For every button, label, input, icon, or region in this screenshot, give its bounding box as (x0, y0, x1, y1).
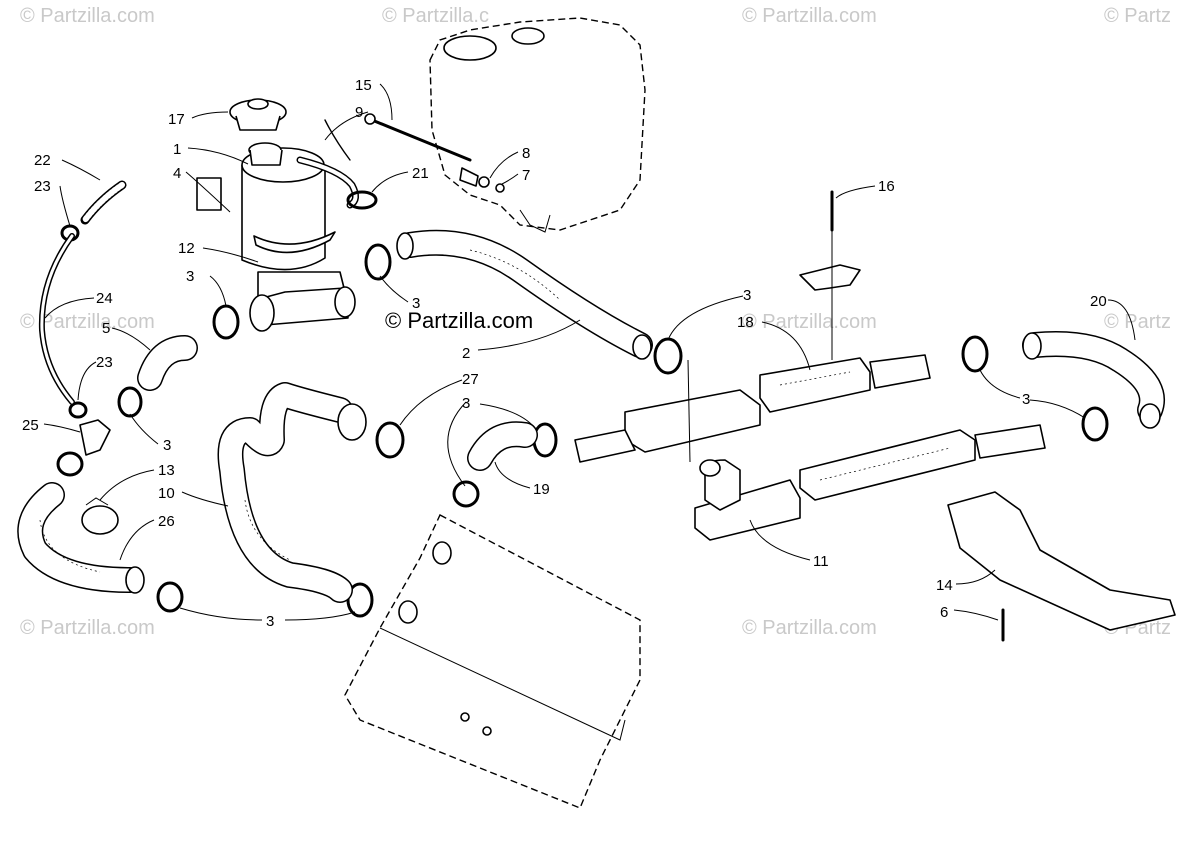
watermark: © Partz (1104, 5, 1171, 27)
radiator-cap (229, 98, 287, 131)
watermark: © Partzilla.com (742, 5, 877, 27)
tank (429, 17, 646, 233)
hose-clamps (56, 224, 1109, 618)
callout-17: 17 (168, 111, 185, 128)
callout-3: 3 (743, 287, 751, 304)
tee-fitting (79, 419, 111, 456)
watermark: © Partzilla.com (20, 617, 155, 639)
center-watermark: © Partzilla.com (385, 308, 533, 333)
callout-23: 23 (34, 178, 51, 195)
callout-10: 10 (158, 485, 175, 502)
callout-26: 26 (158, 513, 175, 530)
bracket (799, 190, 861, 291)
callout-11: 11 (813, 553, 829, 570)
leader-lines (43, 83, 1136, 621)
watermark: © Partzilla.com (20, 5, 155, 27)
callout-20: 20 (1090, 293, 1107, 310)
callout-labels: 17 1 4 12 3 15 9 21 8 7 22 23 24 5 23 25… (22, 77, 1107, 630)
fasteners-top (364, 113, 505, 193)
callout-3: 3 (412, 295, 420, 312)
callout-3: 3 (1022, 391, 1030, 408)
callout-9: 9 (355, 104, 363, 121)
callout-23: 23 (96, 354, 113, 371)
callout-1: 1 (173, 141, 181, 158)
callout-25: 25 (22, 417, 39, 434)
lower-left-hose (17, 482, 145, 594)
watermark: © Partzilla.com (20, 311, 155, 333)
watermark: © Partz (1104, 311, 1171, 333)
upper-hose (396, 229, 653, 360)
skid-plate (947, 491, 1176, 642)
elbow-block (694, 459, 801, 541)
vent-hose (38, 180, 127, 405)
watermark: © Partzilla.c (382, 5, 489, 27)
callout-3: 3 (163, 437, 171, 454)
callout-15: 15 (355, 77, 372, 94)
callout-18: 18 (737, 314, 754, 331)
callout-4: 4 (173, 165, 181, 182)
callout-14: 14 (936, 577, 953, 594)
callout-3: 3 (186, 268, 194, 285)
callout-27: 27 (462, 371, 479, 388)
callout-12: 12 (178, 240, 195, 257)
callout-3: 3 (266, 613, 274, 630)
watermark: © Partzilla.com (742, 311, 877, 333)
callout-7: 7 (522, 167, 530, 184)
heat-exchanger (344, 514, 641, 809)
callout-5: 5 (102, 320, 110, 337)
callout-19: 19 (533, 481, 550, 498)
callout-8: 8 (522, 145, 530, 162)
callout-21: 21 (412, 165, 429, 182)
callout-24: 24 (96, 290, 113, 307)
crossover-hose (1022, 331, 1165, 429)
callout-13: 13 (158, 462, 175, 479)
coolant-bottle (241, 142, 356, 332)
overflow-tube (296, 119, 378, 210)
decal (196, 177, 222, 211)
callout-2: 2 (462, 345, 470, 362)
heat-exchanger-rails (574, 354, 1046, 501)
callout-22: 22 (34, 152, 51, 169)
callout-6: 6 (940, 604, 948, 621)
watermark: © Partzilla.com (742, 617, 877, 639)
short-hose (467, 421, 538, 471)
elbow-hose (137, 335, 198, 391)
callout-16: 16 (878, 178, 895, 195)
serpentine-hose (217, 382, 367, 603)
callout-3: 3 (462, 395, 470, 412)
